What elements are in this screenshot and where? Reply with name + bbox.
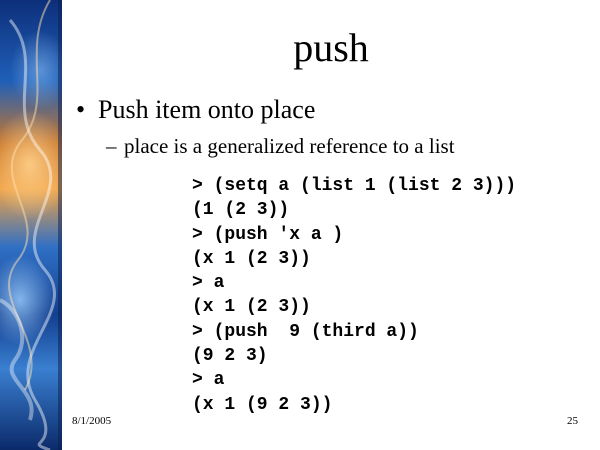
code-line: (9 2 3) bbox=[192, 346, 268, 367]
slide-title: push bbox=[293, 25, 369, 70]
sub-bullet-marker: – bbox=[106, 134, 117, 158]
bullet-marker: • bbox=[76, 95, 86, 124]
bullet-item: • Push item onto place bbox=[76, 93, 315, 127]
code-block: > (setq a (list 1 (list 2 3))) (1 (2 3))… bbox=[192, 174, 516, 417]
footer-date: 8/1/2005 bbox=[72, 415, 112, 427]
sub-bullet-text: place is a generalized reference to a li… bbox=[124, 134, 455, 158]
code-line: (x 1 (2 3)) bbox=[192, 297, 311, 318]
code-line: > a bbox=[192, 273, 225, 294]
code-line: (x 1 (9 2 3)) bbox=[192, 394, 333, 415]
code-line: > a bbox=[192, 370, 225, 391]
code-line: (x 1 (2 3)) bbox=[192, 248, 311, 269]
code-line: (1 (2 3)) bbox=[192, 200, 290, 221]
code-line: > (push 'x a ) bbox=[192, 224, 344, 245]
code-line: > (push 9 (third a)) bbox=[192, 321, 419, 342]
code-line: > (setq a (list 1 (list 2 3))) bbox=[192, 176, 517, 196]
footer-page-number: 25 bbox=[567, 415, 578, 427]
sub-bullet-item: –place is a generalized reference to a l… bbox=[106, 132, 455, 160]
bullet-text: Push item onto place bbox=[98, 95, 316, 124]
decorative-banner-art bbox=[0, 0, 62, 450]
decorative-side-banner bbox=[0, 0, 62, 450]
